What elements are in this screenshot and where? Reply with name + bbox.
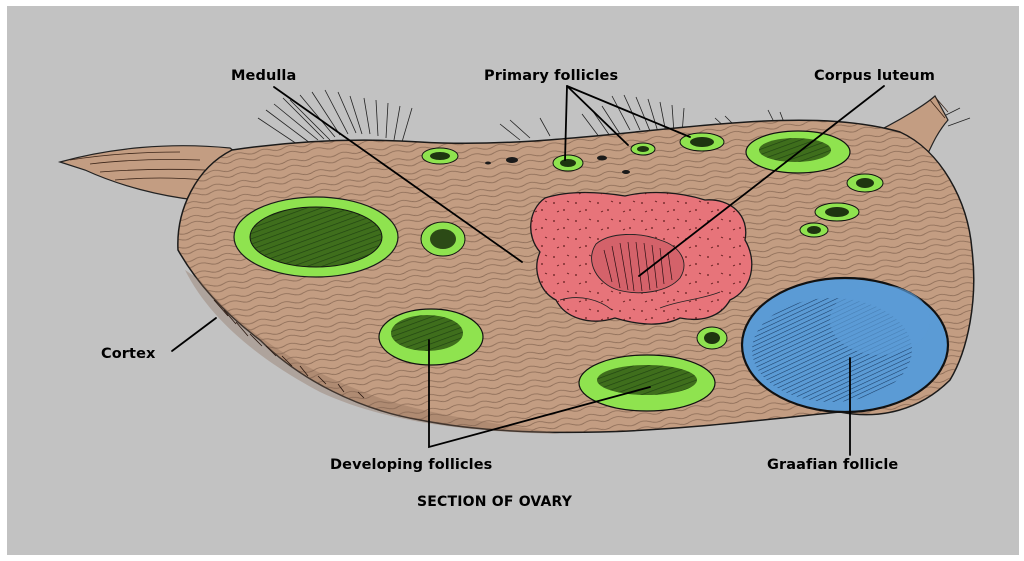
diagram-title: SECTION OF OVARY — [417, 494, 572, 510]
label-corpus-luteum: Corpus luteum — [814, 68, 935, 84]
label-cortex: Cortex — [101, 346, 155, 362]
label-graafian-follicle: Graafian follicle — [767, 457, 898, 473]
graafian-follicle — [742, 278, 948, 412]
label-primary-follicles: Primary follicles — [484, 68, 618, 84]
label-developing-follicles: Developing follicles — [330, 457, 492, 473]
label-medulla: Medulla — [231, 68, 296, 84]
corpus-luteum — [531, 193, 752, 325]
